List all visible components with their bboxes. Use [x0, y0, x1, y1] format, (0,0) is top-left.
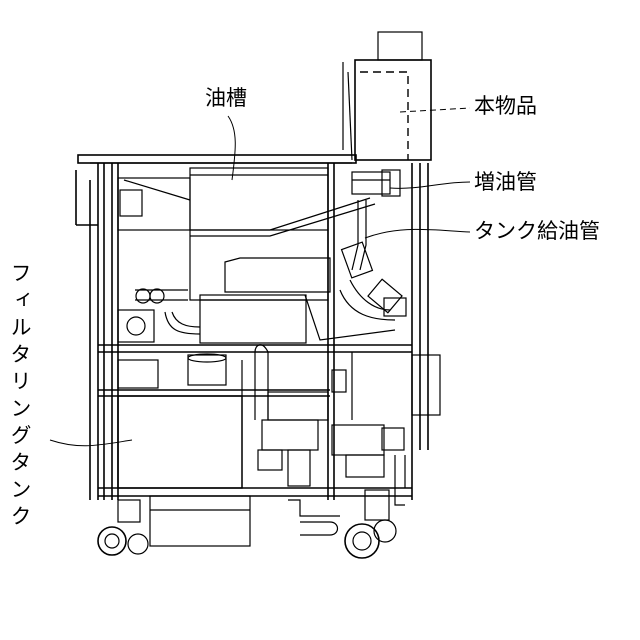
filtering-tank-leader	[50, 440, 132, 446]
tank-supply-pipe-label: タンク給油管	[474, 221, 600, 242]
right-panel	[352, 352, 440, 420]
left-components	[118, 178, 226, 388]
tank-supply-pipe-leader	[365, 229, 470, 238]
oil-tank-leader	[228, 116, 235, 180]
filtering-tank	[118, 360, 242, 488]
oil-addition-fitting	[352, 170, 400, 196]
product-label: 本物品	[474, 96, 537, 117]
countertop	[78, 155, 356, 163]
oil-addition-pipe-leader	[390, 182, 470, 188]
pump-motor	[258, 370, 404, 486]
oil-addition-pipe-label: 増油管	[474, 172, 537, 193]
oil-tank	[190, 168, 328, 300]
leader-lines	[50, 108, 470, 446]
base-and-casters	[98, 455, 405, 558]
top-product-unit	[343, 32, 431, 160]
pipes	[190, 198, 406, 420]
oil-tank-label: 油槽	[205, 88, 247, 109]
product-leader	[400, 108, 470, 112]
filtering-tank-label: フィルタリングタンク	[8, 262, 34, 532]
